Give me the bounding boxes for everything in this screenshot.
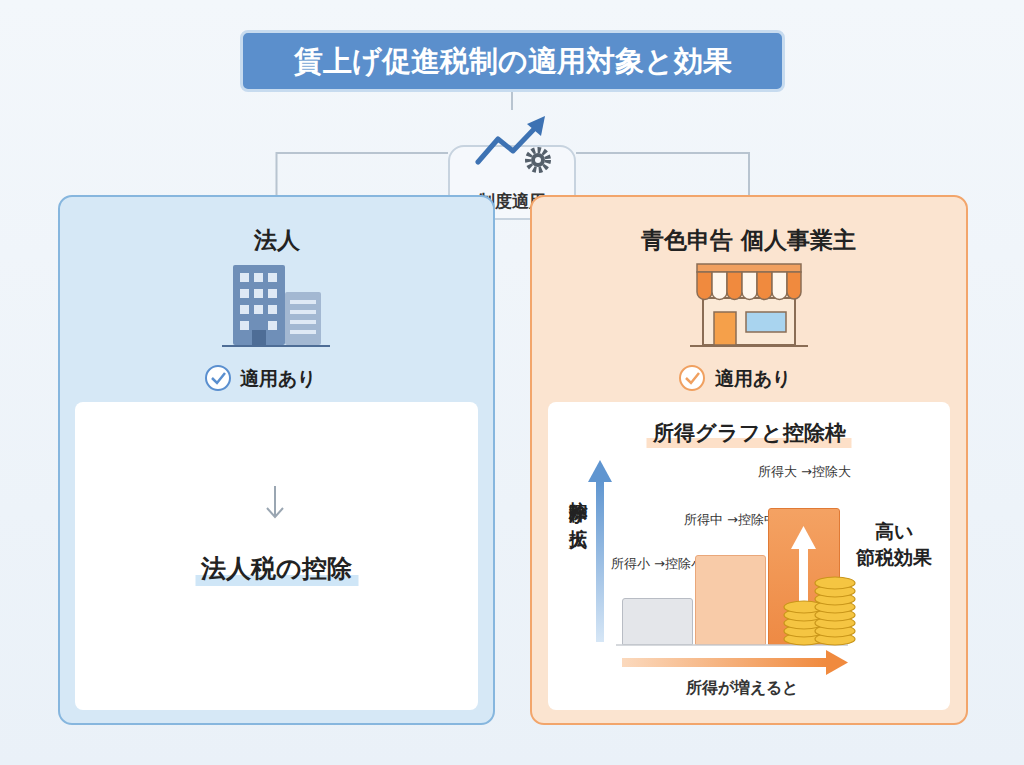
node-heading: 所得大 →控除大 (757, 463, 852, 480)
shop-awning (697, 264, 801, 300)
coin-stack (784, 577, 855, 645)
income-bar: 所得小 →控除小 (622, 598, 693, 645)
trend-icon (478, 127, 536, 162)
connector-stub (511, 92, 513, 110)
ground-line (222, 345, 330, 347)
node-heading: 所得グラフと控除枠 (647, 418, 852, 448)
shop-window (746, 312, 786, 332)
node-heading: 所得中 →控除中 (683, 511, 778, 528)
check-icon (680, 366, 704, 390)
ground-line (690, 345, 808, 347)
gear-icon (531, 153, 545, 167)
building-icon (233, 265, 285, 345)
node-heading: 法人税の控除 (195, 552, 358, 586)
axis-label: 所得が増えると (652, 677, 832, 699)
building-windows (240, 273, 316, 345)
effect-box: 法人税の控除 (75, 402, 478, 710)
gear-icon (528, 150, 548, 170)
shop-icon (703, 298, 795, 345)
effect-note: 高い 節税効果 (846, 518, 942, 570)
building-icon (285, 292, 321, 345)
node-heading: 青色申告 個人事業主 (532, 225, 966, 255)
check-icon (212, 373, 225, 383)
diagram-title: 賃上げ促進税制の適用対象と効果 (240, 30, 785, 92)
node-heading: 所得小 →控除小 (610, 555, 705, 572)
shop-door (714, 312, 736, 345)
branch-line (277, 153, 449, 195)
node-heading: 法人 (60, 225, 493, 255)
check-icon (686, 373, 699, 383)
horizontal-axis-arrow (826, 650, 848, 675)
node-status: 適用あり (240, 365, 390, 391)
branch-line (576, 153, 749, 195)
income-bar: 所得中 →控除中 (695, 555, 766, 645)
vertical-axis-arrow (588, 460, 612, 482)
trend-arrowhead (527, 116, 545, 136)
down-arrow (274, 486, 276, 516)
horizontal-axis-arrow (622, 658, 827, 667)
node-status: 適用あり (715, 365, 865, 391)
gear-icon (535, 157, 541, 163)
vertical-axis-arrow (596, 480, 604, 642)
axis-label: 控除枠が拡大 (566, 486, 590, 518)
down-arrow (267, 508, 283, 517)
up-arrow (791, 526, 816, 549)
check-icon (206, 366, 230, 390)
